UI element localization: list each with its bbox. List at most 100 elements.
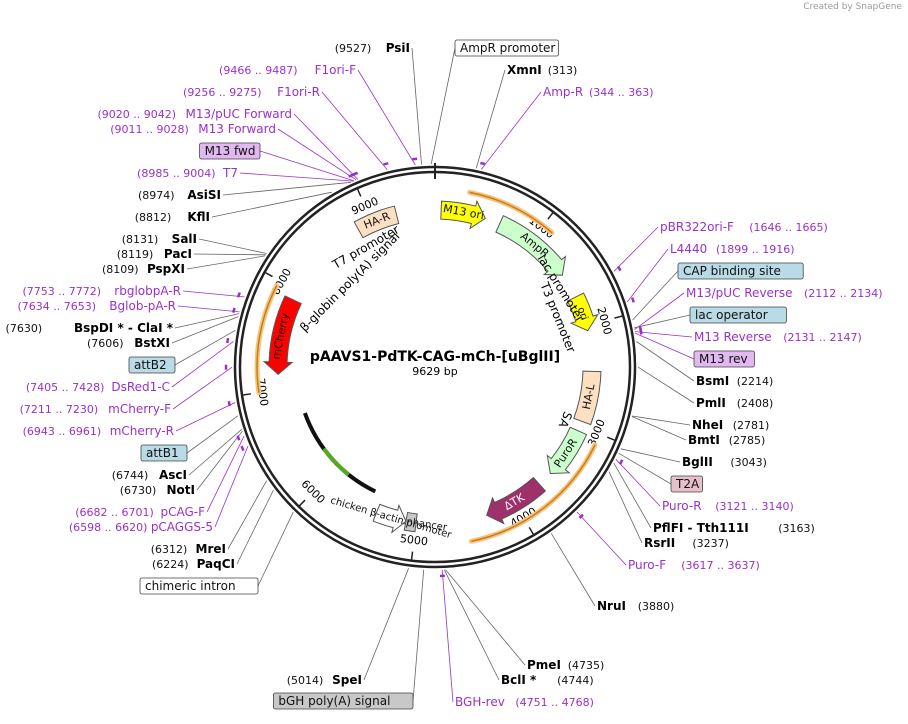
label-asisi[interactable]: AsiSI(8974) (138, 188, 221, 202)
feature-ampr[interactable] (495, 215, 567, 276)
feature-ha-l[interactable] (573, 370, 602, 426)
primer-mark-f1ori-r (383, 162, 389, 166)
label-bspdi-clai[interactable]: BspDI * - ClaI *(7630) (6, 321, 174, 335)
leader-kfli (211, 191, 332, 218)
label-sali[interactable]: SalI(8131) (122, 232, 197, 246)
label-pcag-f[interactable]: pCAG-F(6682 .. 6701) (75, 505, 205, 519)
label-mcherry-r[interactable]: mCherry-R(6943 .. 6961) (23, 424, 174, 438)
label-nrui[interactable]: NruI(3880) (597, 599, 674, 613)
feature-ori[interactable] (566, 292, 599, 332)
label-attb1[interactable]: attB1 (140, 444, 188, 462)
label-name: pCAGGS-5 (151, 520, 213, 534)
label-name: attB1 (146, 446, 179, 460)
label-l4440[interactable]: L4440(1899 .. 1916) (670, 242, 795, 256)
label-bstxi[interactable]: BstXI(7606) (87, 336, 170, 350)
label-name: attB2 (134, 358, 167, 372)
label-name: SalI (172, 232, 197, 246)
label-puro-f[interactable]: Puro-F(3617 .. 3637) (628, 558, 760, 572)
label-t2a[interactable]: T2A (670, 475, 704, 493)
label-xmni[interactable]: XmnI(313) (507, 63, 577, 77)
leader-ampr-promoter (430, 47, 456, 165)
label-m13-rev[interactable]: M13 rev (693, 350, 755, 368)
label-pmei[interactable]: PmeI(4735) (527, 658, 604, 672)
label-name: AsiSI (187, 188, 221, 202)
label-t7[interactable]: T7(8985 .. 9004) (137, 166, 238, 180)
label-pmli[interactable]: PmlI(2408) (696, 396, 773, 410)
label-lac-operator[interactable]: lac operator (689, 306, 787, 324)
label-attb2[interactable]: attB2 (128, 356, 176, 374)
label-pflfi-tth111i[interactable]: PflFI - Tth111I(3163) (653, 521, 815, 535)
label-rbglobpa-r[interactable]: rbglobpA-R(7753 .. 7772) (22, 284, 181, 298)
feature-ha-r[interactable] (353, 205, 400, 239)
label-spei[interactable]: SpeI(5014) (287, 673, 362, 687)
label-kfli[interactable]: KflI(8812) (135, 210, 210, 224)
feature-cmv-enhancer[interactable] (403, 511, 418, 533)
label-asci[interactable]: AscI (6744) (112, 468, 187, 482)
primer-mark-pbr322ori-f (617, 265, 622, 272)
label-m13-reverse[interactable]: M13 Reverse(2131 .. 2147) (694, 330, 862, 344)
label-position: (6730) (120, 484, 157, 497)
feature-puror[interactable] (546, 426, 588, 475)
leader-puro-r (615, 458, 661, 507)
label-pspxi[interactable]: PspXI(8109) (102, 262, 185, 276)
label-cap-binding-site[interactable]: CAP binding site (677, 262, 804, 280)
label-position: (2781) (733, 419, 770, 432)
label-paqci[interactable]: PaqCI(6224) (152, 557, 235, 571)
feature-chicken-actin-promoter[interactable] (372, 503, 407, 534)
label-ampr-promoter[interactable]: AmpR promoter (454, 39, 559, 57)
label-bgh-rev[interactable]: BGH-rev(4751 .. 4768) (455, 695, 594, 709)
leader-mrei (227, 480, 268, 550)
label-paci[interactable]: PacI(8119) (117, 247, 192, 261)
label-pcaggs-5[interactable]: pCAGGS-5(6598 .. 6620) (69, 520, 213, 534)
leader-m13-puc-reverse (634, 292, 685, 330)
label-bcli[interactable]: BclI *(4744) (501, 673, 594, 687)
tick-1000 (547, 212, 554, 220)
primer-mark-mcherry-r (227, 400, 231, 407)
feature-m13-ori[interactable] (440, 199, 486, 230)
label-chimeric-intron[interactable]: chimeric intron (139, 577, 259, 595)
label-mrei[interactable]: MreI(6312) (151, 542, 226, 556)
label-f1ori-r[interactable]: F1ori-R(9256 .. 9275) (183, 85, 320, 99)
label-f1ori-f[interactable]: F1ori-F(9466 .. 9487) (219, 63, 356, 77)
label-position: (8119) (117, 248, 154, 261)
leader-cap-binding-site (632, 270, 679, 321)
label-psii[interactable]: PsiI(9527) (335, 41, 410, 55)
leader-bglob-pa-r (177, 305, 240, 313)
label-bsmi[interactable]: BsmI(2214) (696, 374, 773, 388)
label-position: (4735) (568, 659, 605, 672)
label-position: (6744) (112, 469, 149, 482)
label-m13-fwd[interactable]: M13 fwd (199, 142, 261, 160)
label-position: (6943 .. 6961) (23, 425, 102, 438)
feature-mcherry[interactable] (262, 295, 302, 376)
label-position: (6224) (152, 558, 189, 571)
label-bgh-poly-a-signal[interactable]: bGH poly(A) signal (272, 692, 414, 710)
label-puro-r[interactable]: Puro-R(3121 .. 3140) (662, 499, 794, 513)
label-bmti[interactable]: BmtI(2785) (688, 433, 765, 447)
inner-arc-0 (303, 412, 377, 494)
label-pbr322ori-f[interactable]: pBR322ori-F(1646 .. 1665) (660, 220, 828, 234)
label-name: AscI (159, 468, 187, 482)
orange-arc-core-2 (256, 285, 278, 393)
label-bglob-pa-r[interactable]: Bglob-pA-R(7634 .. 7653) (17, 299, 176, 313)
leader-m13-forward (277, 128, 357, 181)
label-name: F1ori-F (315, 63, 356, 77)
label-rsrii[interactable]: RsrII(3237) (644, 536, 729, 550)
label-mcherry-f[interactable]: mCherry-F(7211 .. 7230) (20, 402, 171, 416)
label-m13-forward[interactable]: M13 Forward(9011 .. 9028) (110, 122, 276, 136)
leader-bglii (620, 448, 681, 463)
label-bglii[interactable]: BglII(3043) (682, 455, 767, 469)
leader-pcag-f (206, 435, 245, 513)
label-m13-puc-reverse[interactable]: M13/pUC Reverse(2112 .. 2134) (686, 286, 883, 300)
leader-bcli (443, 569, 500, 681)
feature-dtk[interactable] (486, 476, 547, 525)
tick-6000 (298, 499, 306, 507)
label-dsred1-c[interactable]: DsRed1-C(7405 .. 7428) (26, 380, 170, 394)
label-amp-r[interactable]: Amp-R(344 .. 363) (543, 85, 654, 99)
leader-pmli (637, 366, 695, 404)
label-position: (1646 .. 1665) (749, 221, 828, 234)
label-noti[interactable]: NotI(6730) (120, 483, 195, 497)
label-position: (6312) (151, 543, 188, 556)
label-m13-puc-forward[interactable]: M13/pUC Forward(9020 .. 9042) (97, 107, 292, 121)
label-nhei[interactable]: NheI(2781) (692, 418, 769, 432)
label-position: (3121 .. 3140) (715, 500, 794, 513)
